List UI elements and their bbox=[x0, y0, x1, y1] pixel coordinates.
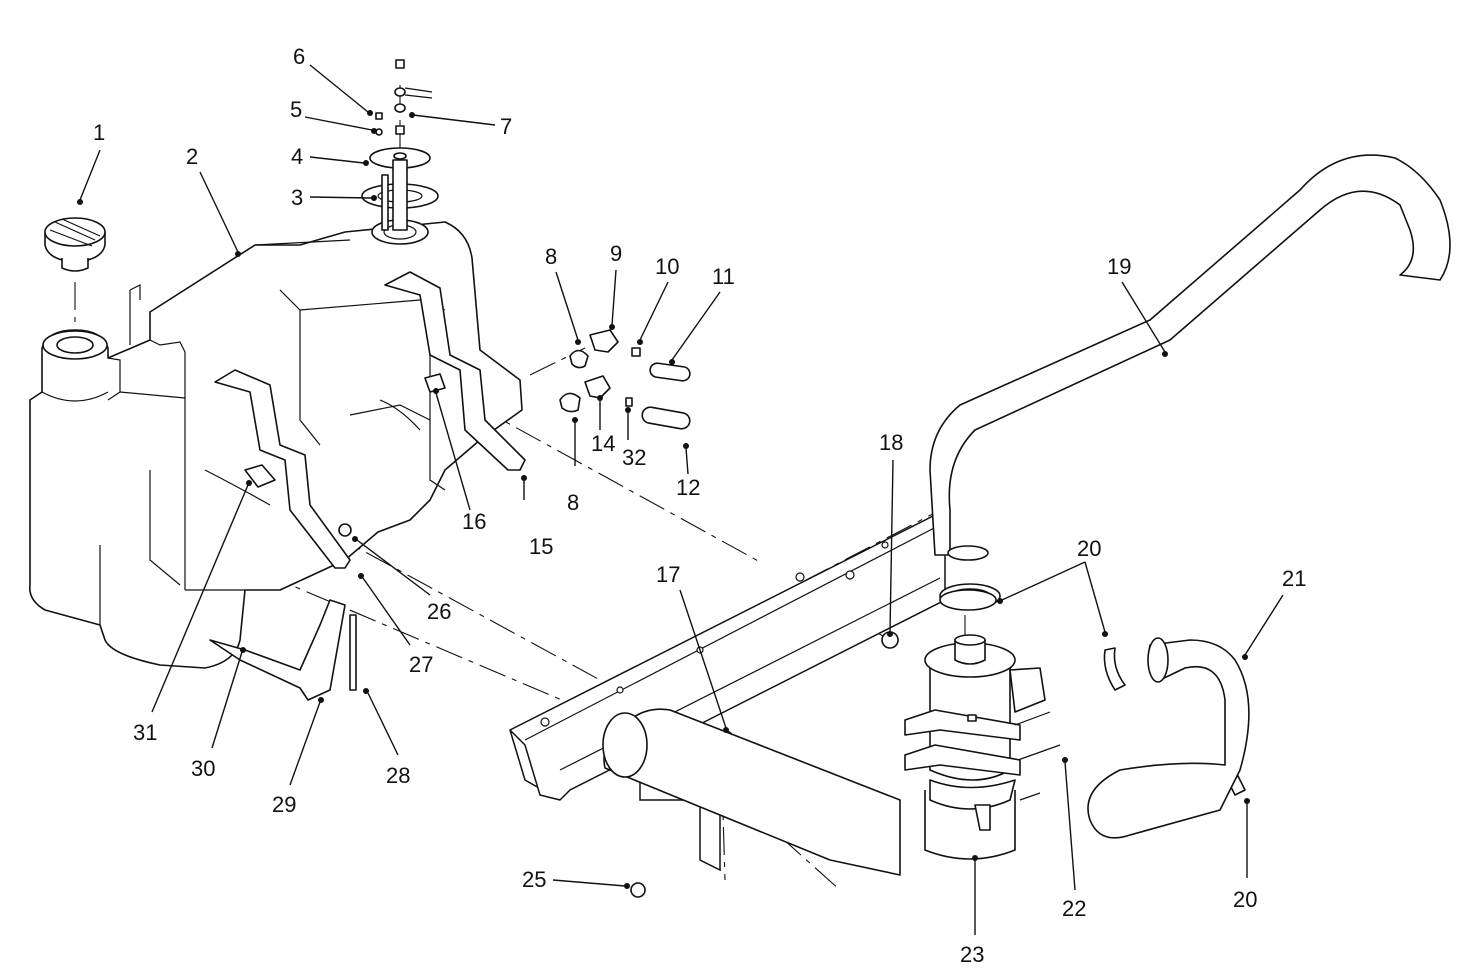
air-intake-hose bbox=[929, 154, 1451, 561]
tank-straps bbox=[209, 271, 526, 701]
callout-23: 23 bbox=[960, 942, 984, 967]
callout-18: 18 bbox=[879, 430, 903, 455]
callout-29: 29 bbox=[272, 792, 296, 817]
callout-5: 5 bbox=[290, 97, 302, 122]
callout-labels: 1 2 3 4 5 6 7 8 8 9 10 11 12 14 32 15 16… bbox=[93, 44, 1306, 967]
cross-tube bbox=[602, 708, 901, 876]
callout-7: 7 bbox=[500, 114, 512, 139]
callout-19: 19 bbox=[1107, 254, 1131, 279]
callout-4: 4 bbox=[291, 144, 303, 169]
callout-leaders bbox=[77, 64, 1284, 935]
fuel-sender-unit bbox=[361, 59, 439, 231]
fuel-cap bbox=[44, 217, 106, 272]
callout-8-lower: 8 bbox=[567, 490, 579, 515]
callout-27: 27 bbox=[409, 652, 433, 677]
callout-6: 6 bbox=[293, 44, 305, 69]
callout-15: 15 bbox=[529, 534, 553, 559]
callout-32: 32 bbox=[622, 445, 646, 470]
callout-20-upper: 20 bbox=[1077, 536, 1101, 561]
mounting-bolts bbox=[1014, 711, 1061, 801]
callout-22: 22 bbox=[1062, 896, 1086, 921]
callout-28: 28 bbox=[386, 763, 410, 788]
callout-8-upper: 8 bbox=[545, 244, 557, 269]
callout-2: 2 bbox=[186, 144, 198, 169]
callout-25: 25 bbox=[522, 867, 546, 892]
callout-3: 3 bbox=[291, 185, 303, 210]
callout-20-lower: 20 bbox=[1233, 887, 1257, 912]
callout-21: 21 bbox=[1282, 566, 1306, 591]
callout-31: 31 bbox=[133, 720, 157, 745]
callout-17: 17 bbox=[656, 562, 680, 587]
callout-30: 30 bbox=[191, 756, 215, 781]
callout-9: 9 bbox=[610, 241, 622, 266]
cleaner-outlet-hose bbox=[1087, 637, 1250, 839]
callout-11: 11 bbox=[712, 264, 735, 289]
callout-16: 16 bbox=[462, 509, 486, 534]
callout-10: 10 bbox=[655, 254, 679, 279]
callout-12: 12 bbox=[676, 475, 700, 500]
callout-1: 1 bbox=[93, 120, 105, 145]
callout-14: 14 bbox=[591, 431, 615, 456]
callout-26: 26 bbox=[427, 599, 451, 624]
